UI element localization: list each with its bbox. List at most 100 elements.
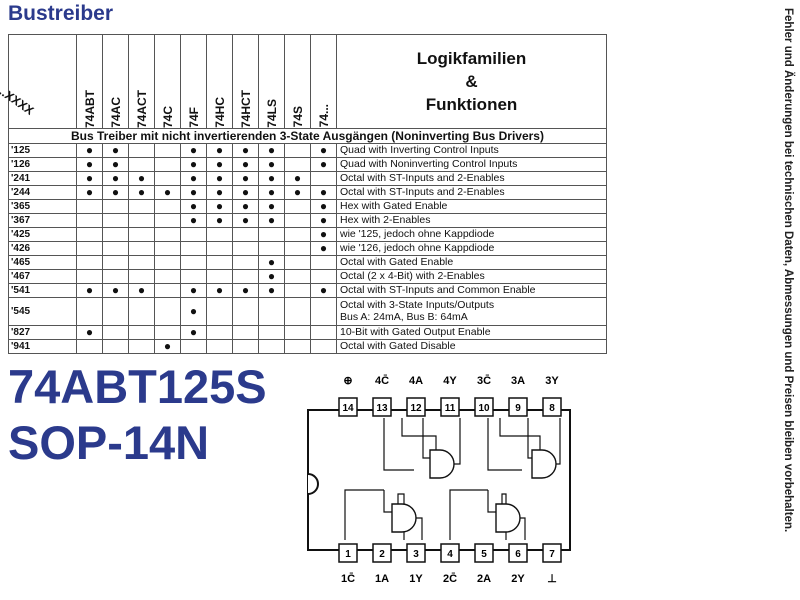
family-mark-cell: ● — [232, 198, 259, 214]
availability-dot: ● — [319, 282, 328, 297]
availability-dot: ● — [137, 170, 146, 185]
part-number: 74ABT125S — [8, 360, 267, 413]
family-header: 74LS — [258, 34, 285, 129]
family-mark-cell: ● — [180, 296, 207, 326]
description-line: Octal with ST-Inputs and 2-Enables — [340, 172, 505, 185]
function-header-line: Logikfamilien — [416, 48, 527, 68]
family-mark-cell: ● — [232, 282, 259, 298]
family-mark-cell: ● — [206, 212, 233, 228]
pin-number: 14 — [342, 403, 354, 414]
availability-dot: ● — [319, 198, 328, 213]
family-mark-cell — [154, 226, 181, 242]
availability-dot: ● — [85, 324, 94, 339]
family-mark-cell — [310, 268, 337, 284]
availability-dot: ● — [111, 282, 120, 297]
family-mark-cell: ● — [206, 156, 233, 172]
availability-dot: ● — [111, 184, 120, 199]
family-mark-cell — [310, 324, 337, 340]
family-mark-cell: ● — [232, 170, 259, 186]
family-mark-cell: ● — [258, 254, 285, 270]
availability-dot: ● — [267, 184, 276, 199]
family-mark-cell: ● — [258, 212, 285, 228]
family-mark-cell: ● — [76, 156, 103, 172]
part-cell: '467 — [8, 268, 77, 284]
description-line: Octal with ST-Inputs and 2-Enables — [340, 186, 505, 199]
family-mark-cell: ● — [258, 142, 285, 158]
family-mark-cell — [102, 198, 129, 214]
family-mark-cell: ● — [180, 324, 207, 340]
pin-number: 3 — [413, 549, 419, 560]
table-row: '426●wie '126, jedoch ohne Kappdiode — [8, 240, 607, 256]
availability-dot: ● — [163, 184, 172, 199]
family-mark-cell: ● — [310, 184, 337, 200]
family-mark-cell — [128, 226, 155, 242]
section-title: Bus Treiber mit nicht invertierenden 3-S… — [8, 127, 607, 144]
package-type: SOP-14N — [8, 416, 210, 469]
availability-dot: ● — [241, 212, 250, 227]
table-row: '241●●●●●●●●Octal with ST-Inputs and 2-E… — [8, 170, 607, 186]
table-row: '541●●●●●●●●Octal with ST-Inputs and Com… — [8, 282, 607, 298]
pin-label: 4C̄ — [375, 375, 389, 387]
family-mark-cell — [232, 296, 259, 326]
table-row: '465●Octal with Gated Enable — [8, 254, 607, 270]
pin-label: 3C̄ — [477, 375, 491, 387]
family-mark-cell — [128, 296, 155, 326]
pin-label: 2Y — [511, 573, 525, 585]
family-label: 74HC — [212, 97, 227, 128]
pin: 1 — [338, 543, 358, 563]
family-mark-cell — [154, 142, 181, 158]
pin-label: 3Y — [545, 375, 559, 387]
availability-dot: ● — [215, 156, 224, 171]
family-mark-cell: ● — [232, 184, 259, 200]
table-row: '941●Octal with Gated Disable — [8, 338, 607, 354]
availability-dot: ● — [319, 184, 328, 199]
family-mark-cell — [284, 324, 311, 340]
description-line: wie '125, jedoch ohne Kappdiode — [340, 228, 495, 241]
pin-number: 8 — [549, 403, 555, 414]
function-description: wie '125, jedoch ohne Kappdiode — [336, 226, 607, 242]
family-mark-cell: ● — [76, 184, 103, 200]
pin: 10 — [474, 397, 494, 417]
availability-dot: ● — [267, 282, 276, 297]
table-row: '244●●●●●●●●●●Octal with ST-Inputs and 2… — [8, 184, 607, 200]
family-mark-cell — [154, 282, 181, 298]
family-header: 74AC — [102, 34, 129, 129]
family-mark-cell: ● — [76, 170, 103, 186]
function-description: Octal with ST-Inputs and 2-Enables — [336, 184, 607, 200]
disclaimer-note: Fehler und Änderungen bei technischen Da… — [782, 8, 794, 533]
family-mark-cell — [284, 156, 311, 172]
logic-family-table: 74....XXXX 74ABT 74AC 74ACT 74C 74F 74HC… — [0, 34, 607, 354]
family-mark-cell: ● — [206, 170, 233, 186]
function-header-line: & — [465, 71, 478, 91]
part-cell: '941 — [8, 338, 77, 354]
pin-label: ⊥ — [547, 573, 557, 585]
table-row: '126●●●●●●●Quad with Noninverting Contro… — [8, 156, 607, 172]
availability-dot: ● — [241, 156, 250, 171]
corner-header: 74....XXXX — [0, 34, 77, 129]
family-mark-cell: ● — [310, 142, 337, 158]
availability-dot: ● — [319, 226, 328, 241]
family-mark-cell — [180, 254, 207, 270]
availability-dot: ● — [215, 142, 224, 157]
family-mark-cell — [102, 254, 129, 270]
availability-dot: ● — [189, 324, 198, 339]
family-header: 74S — [284, 34, 311, 129]
family-mark-cell — [258, 338, 285, 354]
family-header: 74C — [154, 34, 181, 129]
pin: 9 — [508, 397, 528, 417]
availability-dot: ● — [319, 240, 328, 255]
family-mark-cell — [154, 240, 181, 256]
availability-dot: ● — [215, 198, 224, 213]
pin-label: 3A — [511, 375, 525, 387]
family-mark-cell — [284, 142, 311, 158]
family-mark-cell — [128, 324, 155, 340]
availability-dot: ● — [319, 142, 328, 157]
family-mark-cell — [284, 282, 311, 298]
family-mark-cell — [284, 268, 311, 284]
family-mark-cell: ● — [128, 282, 155, 298]
pin: 12 — [406, 397, 426, 417]
description-line: wie '126, jedoch ohne Kappdiode — [340, 242, 495, 255]
part-cell: '244 — [8, 184, 77, 200]
family-header: 74ACT — [128, 34, 155, 129]
